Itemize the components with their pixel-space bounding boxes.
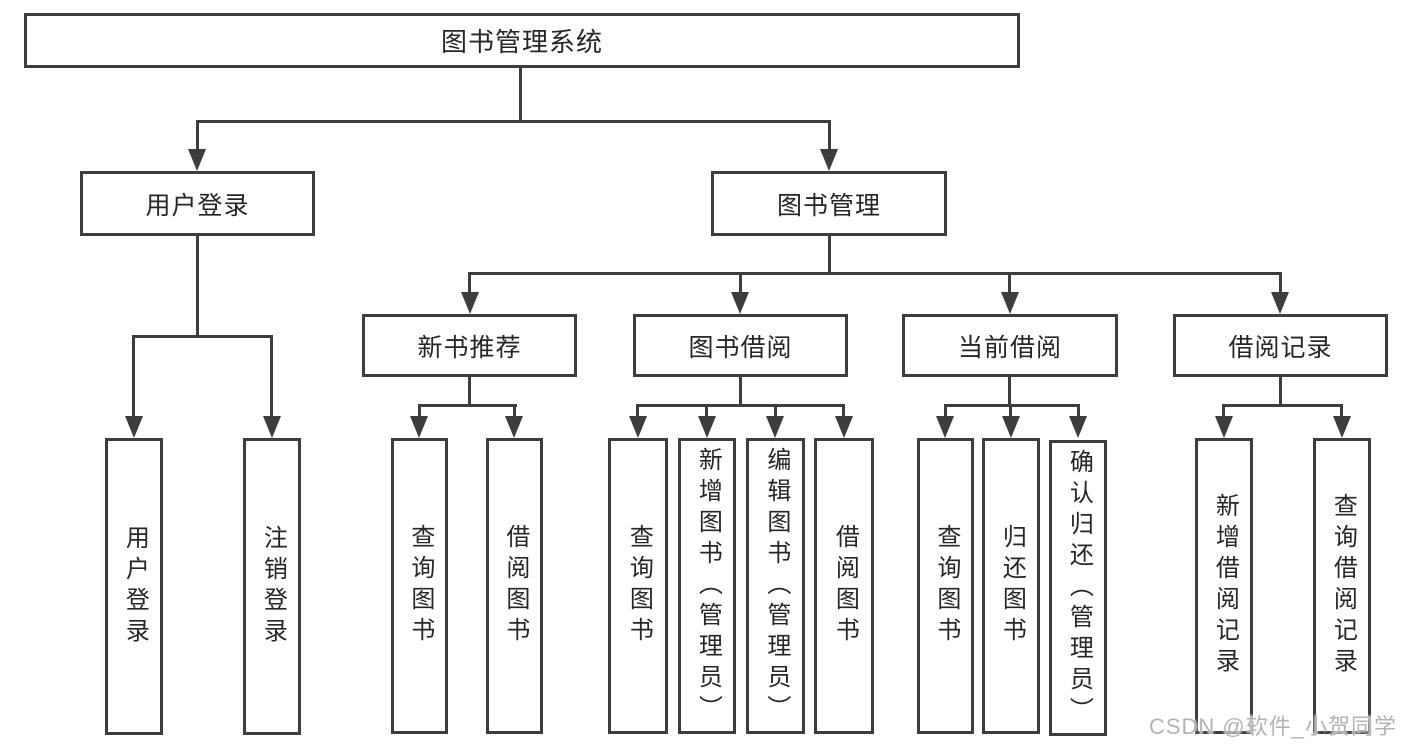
arrowhead-down-icon [1215, 416, 1233, 438]
arrowhead-down-icon [1002, 416, 1020, 438]
connector-borrow-drop [842, 404, 845, 423]
connector-current-stem [1008, 377, 1011, 407]
node-book-management: 图书管理 [711, 171, 947, 236]
connector-newrec-drop [513, 404, 516, 423]
leaf-current-confirm-return-admin: 确认归还（管理员） [1049, 440, 1107, 736]
leaf-records-add-record: 新增借阅记录 [1195, 438, 1253, 734]
connector-borrow-drop [636, 404, 639, 423]
node-label: 用户登录 [121, 524, 149, 649]
connector-borrow-drop [774, 404, 777, 423]
arrowhead-down-icon [410, 416, 428, 438]
arrowhead-down-icon [125, 416, 143, 438]
connector-current-hline [944, 404, 1080, 407]
arrowhead-down-icon [835, 416, 853, 438]
node-label: 图书借阅 [688, 333, 793, 362]
arrowhead-down-icon [766, 416, 784, 438]
node-label: 确认归还（管理员） [1065, 448, 1093, 728]
leaf-newrec-borrow-books: 借阅图书 [486, 438, 543, 734]
node-label: 新书推荐 [417, 333, 522, 362]
leaf-borrow-query-books: 查询图书 [608, 438, 668, 734]
connector-l2-drop-right [828, 120, 831, 158]
arrowhead-down-icon [731, 292, 749, 314]
connector-current-drop [1009, 404, 1012, 423]
leaf-current-query-books: 查询图书 [917, 438, 974, 734]
connector-newrec-drop [418, 404, 421, 423]
connector-records-stem [1279, 377, 1282, 407]
connector-l2-drop-left [196, 120, 199, 158]
watermark: CSDN @软件_小贺同学 [1148, 714, 1397, 739]
node-label: 新增借阅记录 [1211, 493, 1239, 679]
arrowhead-down-icon [1333, 416, 1351, 438]
connector-l3-drop [739, 272, 742, 300]
connector-userlogin-hline [132, 335, 273, 338]
connector-l3-drop [1279, 272, 1282, 300]
connector-l3-drop [468, 272, 471, 300]
leaf-user-login: 用户登录 [105, 438, 163, 735]
node-label: 注销登录 [259, 524, 287, 649]
connector-bookmgmt-stem [828, 236, 831, 274]
node-user-login: 用户登录 [80, 171, 315, 236]
connector-borrow-stem [739, 377, 742, 407]
arrowhead-down-icon [1069, 416, 1087, 438]
node-borrowing-records: 借阅记录 [1173, 314, 1388, 377]
arrowhead-down-icon [936, 416, 954, 438]
arrowhead-down-icon [1001, 292, 1019, 314]
node-label: 查询图书 [932, 524, 960, 648]
node-library-management-system: 图书管理系统 [24, 13, 1020, 68]
node-label: 查询图书 [406, 524, 434, 648]
connector-records-hline [1222, 404, 1343, 407]
connector-current-drop [944, 404, 947, 423]
leaf-borrow-edit-books-admin: 编辑图书（管理员） [746, 438, 805, 734]
arrowhead-down-icon [461, 292, 479, 314]
leaf-logout: 注销登录 [243, 438, 301, 735]
node-label: 借阅图书 [501, 524, 529, 648]
connector-l3-hline [468, 272, 1282, 275]
connector-current-drop [1077, 404, 1080, 423]
connector-newrec-stem [468, 377, 471, 407]
connector-root-stem [519, 68, 522, 120]
node-label: 新增图书（管理员） [694, 446, 722, 726]
leaf-newrec-query-books: 查询图书 [391, 438, 448, 734]
connector-userlogin-stem [196, 236, 199, 337]
node-new-book-recommend: 新书推荐 [362, 314, 577, 377]
arrowhead-down-icon [820, 149, 838, 171]
connector-l3-drop [1008, 272, 1011, 300]
node-label: 归还图书 [998, 524, 1026, 648]
connector-newrec-hline [418, 404, 517, 407]
connector-userlogin-drop [132, 335, 135, 423]
arrowhead-down-icon [188, 149, 206, 171]
node-current-borrowing: 当前借阅 [902, 314, 1118, 377]
arrowhead-down-icon [629, 416, 647, 438]
node-label: 当前借阅 [957, 333, 1062, 362]
node-label: 编辑图书（管理员） [762, 446, 790, 726]
connector-borrow-hline [636, 404, 845, 407]
node-label: 图书管理系统 [440, 27, 603, 57]
leaf-borrow-add-books-admin: 新增图书（管理员） [678, 438, 736, 734]
node-label: 借阅图书 [831, 524, 859, 648]
arrowhead-down-icon [698, 416, 716, 438]
connector-userlogin-drop [270, 335, 273, 423]
node-label: 图书管理 [776, 191, 881, 220]
node-label: 查询图书 [625, 524, 653, 648]
connector-records-drop [1340, 404, 1343, 423]
arrowhead-down-icon [263, 416, 281, 438]
connector-borrow-drop [705, 404, 708, 423]
node-book-borrowing: 图书借阅 [633, 314, 848, 377]
leaf-records-query-record: 查询借阅记录 [1313, 438, 1371, 734]
node-label: 用户登录 [145, 191, 250, 220]
node-label: 查询借阅记录 [1329, 493, 1357, 679]
leaf-borrow-borrow-books: 借阅图书 [814, 438, 874, 734]
leaf-current-return-books: 归还图书 [982, 438, 1040, 734]
arrowhead-down-icon [1271, 292, 1289, 314]
connector-l2-hline [196, 120, 831, 123]
connector-records-drop [1222, 404, 1225, 423]
arrowhead-down-icon [505, 416, 523, 438]
node-label: 借阅记录 [1228, 333, 1333, 362]
